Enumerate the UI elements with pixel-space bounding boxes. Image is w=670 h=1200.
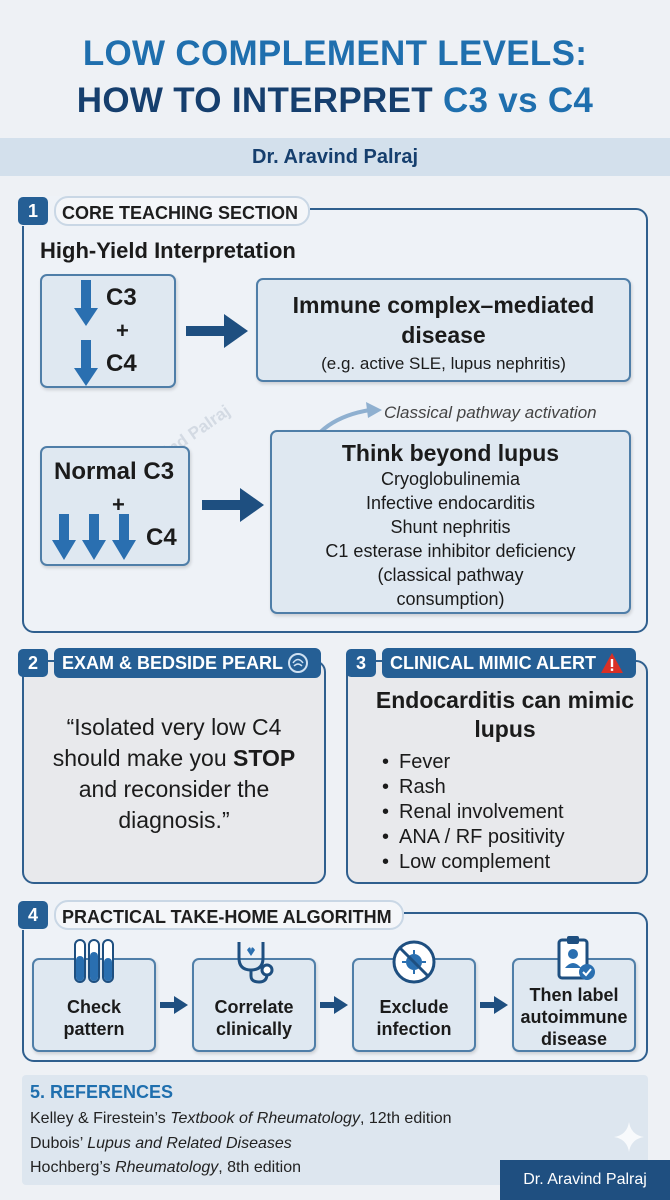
algorithm-step-2: Correlate clinically <box>192 942 316 1052</box>
list-item: Fever <box>382 750 565 775</box>
right-arrow-icon <box>186 314 248 348</box>
differential-item: Infective endocarditis <box>365 493 536 513</box>
mimic-title: Endocarditis can mimic lupus <box>375 687 635 742</box>
down-arrow-icon <box>74 340 98 386</box>
section-3-header: 3 CLINICAL MIMIC ALERT <box>346 648 636 678</box>
section-4-header: 4 PRACTICAL TAKE-HOME ALGORITHM <box>18 900 404 930</box>
differential-item: Shunt nephritis <box>390 517 511 537</box>
reference-item: Dubois’ Lupus and Related Diseases <box>30 1135 292 1153</box>
reference-book-title: Lupus and Related Diseases <box>87 1135 292 1152</box>
stethoscope-icon <box>237 942 274 984</box>
section-1-subtitle: High-Yield Interpretation <box>40 238 296 263</box>
test-tubes-icon <box>74 939 114 983</box>
reference-edition: , 8th edition <box>218 1159 301 1176</box>
think-beyond-lupus-title: Think beyond lupus <box>341 440 560 466</box>
c4-label: C4 <box>146 524 177 551</box>
think-beyond-lupus-box: Think beyond lupus Cryoglobulinemia Infe… <box>270 430 631 614</box>
right-arrow-icon <box>160 996 188 1014</box>
reference-author: Kelley & Firestein’s <box>30 1110 171 1127</box>
c4-label: C4 <box>106 350 137 377</box>
section-3-label: CLINICAL MIMIC ALERT <box>382 648 636 678</box>
section-2-number: 2 <box>18 649 48 677</box>
reference-author: Hochberg’s <box>30 1159 116 1176</box>
no-bacteria-icon <box>392 940 436 984</box>
differential-item: C1 esterase inhibitor deficiency <box>325 541 576 561</box>
section-2-label: EXAM & BEDSIDE PEARL <box>54 648 322 678</box>
section-2-label-text: EXAM & BEDSIDE PEARL <box>62 653 284 673</box>
reference-book-title: Rheumatology <box>115 1159 219 1176</box>
algorithm-step-4: Then label autoimmune disease <box>512 936 636 1052</box>
differential-item: Cryoglobulinemia <box>380 469 521 489</box>
step-label: pattern <box>63 1019 125 1039</box>
brain-icon <box>288 653 309 673</box>
quote-part-2: and reconsider the diagnosis.” <box>78 776 270 833</box>
section-1-number: 1 <box>18 197 48 225</box>
differential-item: consumption) <box>396 589 505 609</box>
normal-c3-label: Normal C3 <box>54 458 175 485</box>
plus-sign: + <box>112 492 125 517</box>
mimic-list: Fever Rash Renal involvement ANA / RF po… <box>382 750 565 875</box>
section-1-label: CORE TEACHING SECTION <box>54 196 311 226</box>
list-item: ANA / RF positivity <box>382 825 565 850</box>
immune-complex-title: Immune complex–mediated disease <box>292 292 595 348</box>
right-arrow-icon <box>202 488 264 522</box>
immune-complex-example: (e.g. active SLE, lupus nephritis) <box>321 354 566 373</box>
list-item: Low complement <box>382 850 565 875</box>
author-bar: Dr. Aravind Palraj <box>0 138 670 176</box>
step-label: autoimmune <box>520 1007 628 1027</box>
step-label: disease <box>540 1029 608 1049</box>
section-exam-pearl <box>22 660 326 884</box>
section-4-number: 4 <box>18 901 48 929</box>
section-2-header: 2 EXAM & BEDSIDE PEARL <box>18 648 322 678</box>
clipboard-check-icon <box>557 936 595 980</box>
section-4-label: PRACTICAL TAKE-HOME ALGORITHM <box>54 900 404 930</box>
low-c3-c4-box <box>40 274 176 388</box>
section-3-label-text: CLINICAL MIMIC ALERT <box>390 653 596 673</box>
list-item: Renal involvement <box>382 800 565 825</box>
pearl-quote: “Isolated very low C4 should make you ST… <box>44 712 304 836</box>
reference-author: Dubois’ <box>30 1135 88 1152</box>
pathway-note: Classical pathway activation <box>384 403 597 422</box>
quote-part-1: “Isolated very low C4 should make you <box>52 714 282 771</box>
page-title: LOW COMPLEMENT LEVELS: HOW TO INTERPRET … <box>0 30 670 124</box>
c3-label: C3 <box>106 284 137 311</box>
title-line-2: HOW TO INTERPRET C3 vs C4 <box>0 77 670 124</box>
step-label: Exclude <box>379 997 449 1017</box>
footer-author: Dr. Aravind Palraj <box>500 1160 670 1200</box>
step-label: infection <box>376 1019 452 1039</box>
right-arrow-icon <box>320 996 348 1014</box>
differential-item: (classical pathway <box>377 565 524 585</box>
down-arrow-icon <box>74 280 98 326</box>
algorithm-step-3: Exclude infection <box>352 940 476 1052</box>
step-label: Correlate <box>214 997 294 1017</box>
triple-down-arrow-icon <box>52 514 136 560</box>
section-3-number: 3 <box>346 649 376 677</box>
step-label: Then label <box>529 985 619 1005</box>
plus-sign: + <box>116 318 129 343</box>
title-line-1: LOW COMPLEMENT LEVELS: <box>82 34 588 73</box>
section-1-header: 1 CORE TEACHING SECTION <box>18 196 311 226</box>
reference-item: Kelley & Firestein’s Textbook of Rheumat… <box>30 1110 452 1128</box>
quote-emphasis: STOP <box>233 745 296 771</box>
immune-complex-box: Immune complex–mediated disease (e.g. ac… <box>256 278 631 382</box>
title-line-2-dark: HOW TO INTERPRET <box>76 81 433 120</box>
right-arrow-icon <box>480 996 508 1014</box>
warning-icon <box>600 653 623 673</box>
sparkle-icon <box>614 1122 644 1152</box>
title-line-2-blue: C3 vs C4 <box>442 81 594 120</box>
step-label: Check <box>66 997 122 1017</box>
reference-edition: , 12th edition <box>359 1110 452 1127</box>
references-title: 5. REFERENCES <box>30 1082 174 1102</box>
step-label: clinically <box>215 1019 293 1039</box>
reference-item: Hochberg’s Rheumatology, 8th edition <box>30 1159 301 1177</box>
reference-book-title: Textbook of Rheumatology <box>170 1110 360 1127</box>
list-item: Rash <box>382 775 565 800</box>
algorithm-step-1: Check pattern <box>32 939 156 1052</box>
